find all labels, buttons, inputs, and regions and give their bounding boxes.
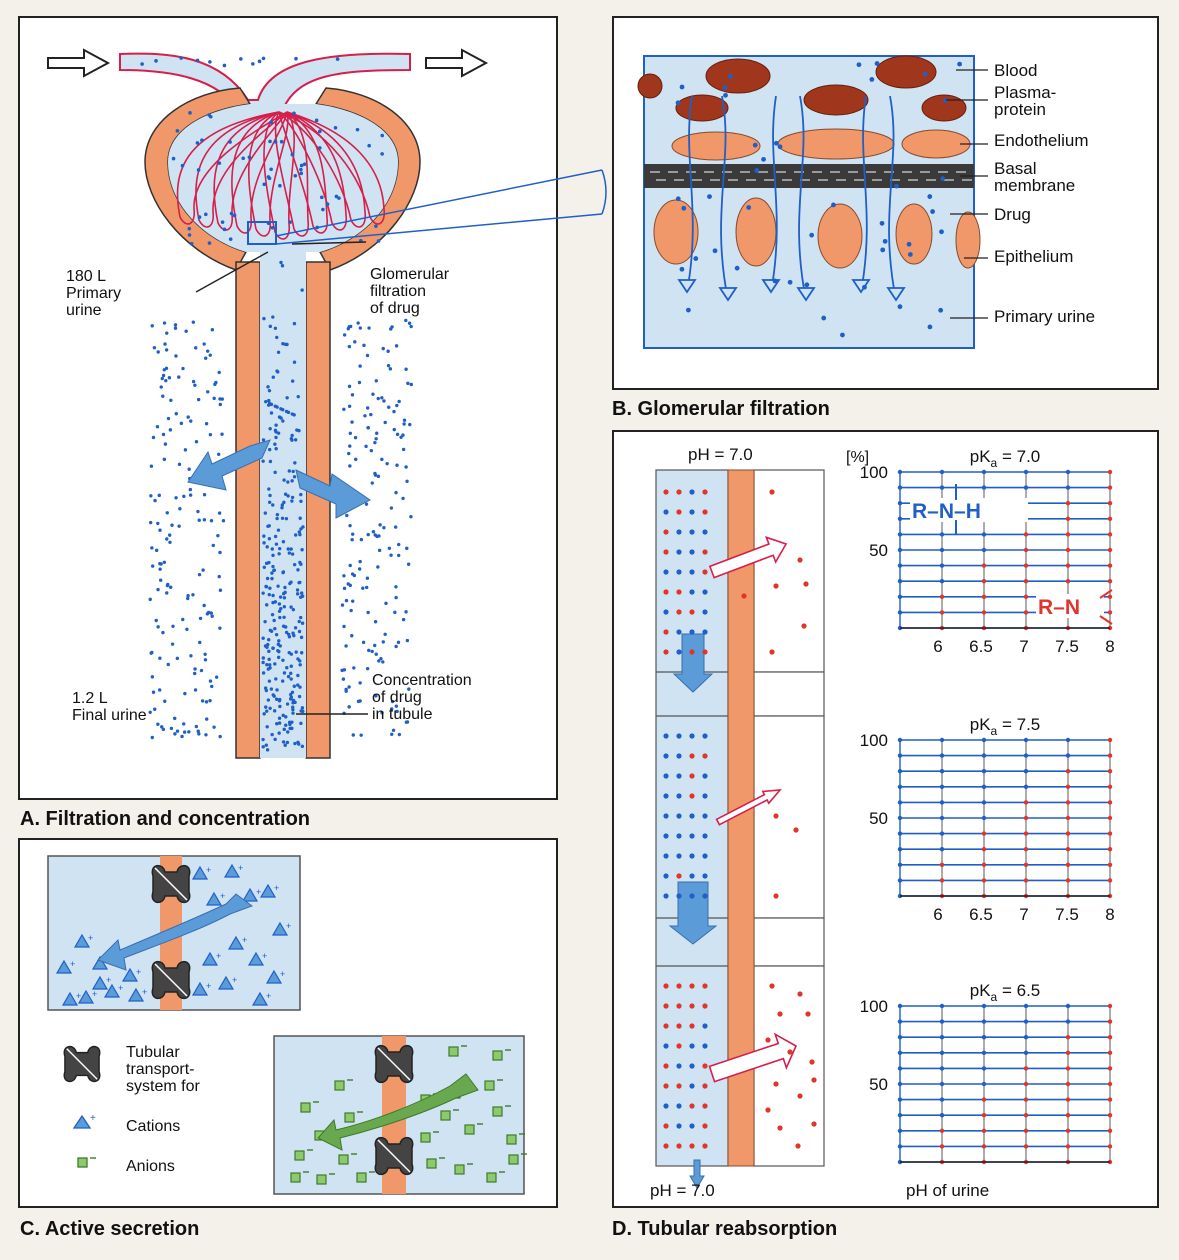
svg-text:+: +: [256, 887, 261, 897]
cation-markers: ++++++++++++++++++++++: [55, 863, 291, 1006]
svg-text:+: +: [136, 967, 141, 977]
svg-text:+: +: [90, 1113, 96, 1124]
svg-text:R–N–H: R–N–H: [912, 500, 981, 523]
pka-chart-2: 100 50 pKa = 6.5: [860, 981, 1113, 1165]
svg-text:+: +: [274, 883, 279, 893]
filtration-label-1: Plasma-protein: [994, 83, 1057, 119]
svg-text:+: +: [280, 969, 285, 979]
svg-text:+: +: [92, 989, 97, 999]
water-reabsorption-arrow-left: [187, 439, 271, 491]
svg-text:+: +: [76, 991, 81, 1001]
svg-text:+: +: [88, 933, 93, 943]
x-tick-label: 6: [933, 637, 942, 656]
anion-transport-arrow: [317, 1073, 479, 1151]
svg-text:+: +: [286, 921, 291, 931]
svg-text:+: +: [266, 991, 271, 1001]
svg-text:+: +: [242, 935, 247, 945]
drug-molecules: [140, 56, 413, 752]
svg-text:+: +: [206, 865, 211, 875]
afferent-vessel: [119, 52, 411, 113]
x-tick-label: 6.5: [969, 905, 993, 924]
svg-text:+: +: [142, 987, 147, 997]
svg-text:+: +: [262, 951, 267, 961]
svg-text:+: +: [220, 891, 225, 901]
tubule-molecules: [663, 489, 817, 1149]
x-tick-label: 6: [933, 905, 942, 924]
filtration-label-5: Epithelium: [994, 247, 1074, 266]
zoom-connector-top: [275, 169, 603, 237]
caption-c: C. Active secretion: [20, 1218, 200, 1240]
filtration-label-0: Blood: [994, 61, 1038, 80]
drug-molecules-b: [675, 61, 963, 338]
inflow-arrow: [47, 48, 111, 78]
filtration-arrows: [677, 95, 906, 302]
ionized-formula: R–N: [1036, 589, 1113, 625]
y-tick-label: 50: [869, 541, 888, 560]
filtration-label-6: Primary urine: [994, 307, 1096, 326]
y-tick-label: 100: [860, 463, 888, 482]
x-tick-label: 7: [1019, 637, 1028, 656]
x-tick-label: 6.5: [969, 637, 993, 656]
y-tick-label: 100: [860, 997, 888, 1016]
pka-chart-1: 100 50 pKa = 7.5 6 6.5 7 7.5 8: [860, 715, 1115, 924]
svg-text:+: +: [238, 863, 243, 873]
pka-title: pKa = 7.5: [970, 715, 1041, 738]
y-tick-label: 100: [860, 731, 888, 750]
legend-cations-label: Cations: [126, 1118, 181, 1135]
glomerular-capillaries: [176, 111, 386, 240]
x-tick-label: 7.5: [1055, 905, 1079, 924]
pka-title: pKa = 6.5: [970, 981, 1041, 1004]
outflow-arrow: [425, 48, 489, 78]
svg-text:R–N: R–N: [1038, 596, 1080, 619]
filtration-label-2: Endothelium: [994, 131, 1089, 150]
tubule-wall-left: [235, 261, 261, 759]
x-tick-label: 7.5: [1055, 637, 1079, 656]
svg-text:+: +: [206, 981, 211, 991]
svg-text:+: +: [216, 951, 221, 961]
transport-systems: [151, 864, 414, 1176]
endothelium-cells: [671, 128, 971, 161]
svg-text:+: +: [232, 975, 237, 985]
x-tick-label: 8: [1105, 637, 1114, 656]
cation-transport-arrow: [97, 893, 254, 971]
ph-of-urine-label: pH of urine: [906, 1181, 990, 1200]
caption-a: A. Filtration and concentration: [20, 808, 311, 830]
tubule-segments: [655, 469, 825, 1189]
zoom-connector-bottom: [275, 213, 603, 245]
water-reabsorption-arrow-right: [295, 469, 371, 519]
caption-b: B. Glomerular filtration: [612, 398, 830, 420]
svg-text:+: +: [118, 983, 123, 993]
x-tick-label: 7: [1019, 905, 1028, 924]
zoom-marker: [247, 221, 277, 245]
basal-membrane-band: [644, 164, 974, 188]
caption-d: D. Tubular reabsorption: [612, 1218, 838, 1240]
y-unit-label: [%]: [846, 449, 869, 466]
transporter-legend-icon: +: [63, 1045, 101, 1168]
ph-top-label: pH = 7.0: [688, 445, 753, 464]
epithelium-cells: [653, 197, 981, 269]
ionization-charts: 100 50 pKa = 7.0 6 6.5 7 7.5 8 100 50 pKa = 7.5 6 6.…: [846, 447, 1115, 1165]
pka-title: pKa = 7.0: [970, 447, 1041, 470]
pka-chart-0: 100 50 pKa = 7.0 6 6.5 7 7.5 8: [860, 447, 1115, 656]
legend-anions-label: Anions: [126, 1158, 175, 1175]
filtration-label-4: Drug: [994, 205, 1031, 224]
ph-bottom-label: pH = 7.0: [650, 1181, 715, 1200]
x-tick-label: 8: [1105, 905, 1114, 924]
svg-text:+: +: [70, 959, 75, 969]
svg-text:+: +: [106, 975, 111, 985]
y-tick-label: 50: [869, 1075, 888, 1094]
unionized-formula: R–N–H: [910, 484, 1028, 534]
y-tick-label: 50: [869, 809, 888, 828]
